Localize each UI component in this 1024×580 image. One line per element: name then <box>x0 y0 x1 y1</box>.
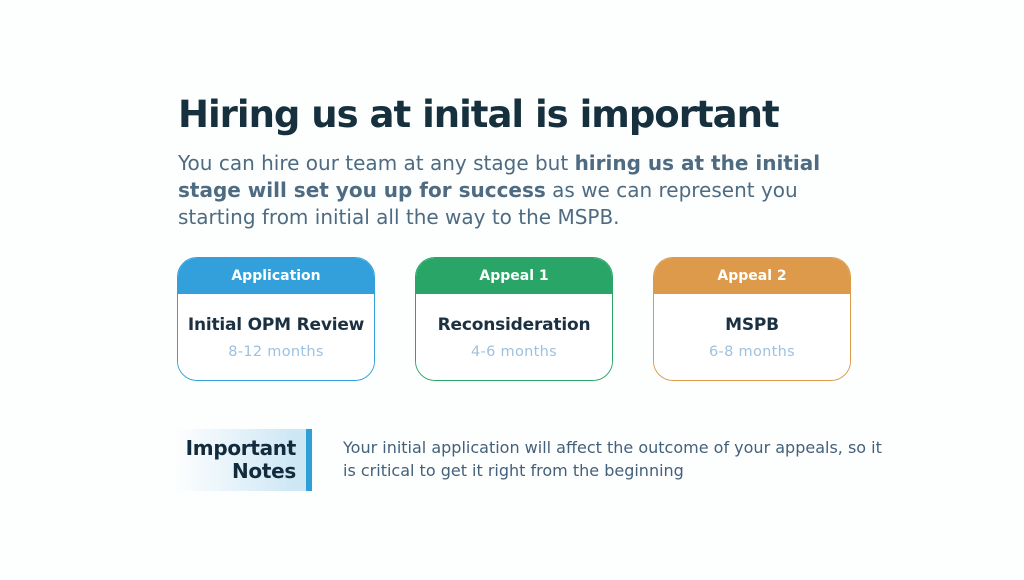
notes-text: Your initial application will affect the… <box>343 438 882 480</box>
stage-card-appeal-1: Appeal 1 Reconsideration 4-6 months <box>415 257 613 381</box>
stage-duration: 4-6 months <box>471 343 557 360</box>
stage-card-header: Appeal 2 <box>654 258 850 294</box>
notes-label-line2: Notes <box>231 459 296 483</box>
stage-card-appeal-2: Appeal 2 MSPB 6-8 months <box>653 257 851 381</box>
stage-cards-row: Application Initial OPM Review 8-12 mont… <box>177 257 851 381</box>
stage-tag: Application <box>231 268 321 284</box>
page-title: Hiring us at inital is important <box>178 93 780 136</box>
notes-label-line1: Important <box>185 436 297 460</box>
subtitle-regular-pre: You can hire our team at any stage but <box>178 151 575 175</box>
stage-card-body: Reconsideration 4-6 months <box>416 294 612 380</box>
stage-tag: Appeal 2 <box>717 268 787 284</box>
stage-card-header: Appeal 1 <box>416 258 612 294</box>
stage-duration: 6-8 months <box>709 343 795 360</box>
stage-title: Initial OPM Review <box>187 314 365 335</box>
page-subtitle: You can hire our team at any stage but h… <box>178 150 858 231</box>
stage-tag: Appeal 1 <box>479 268 549 284</box>
important-notes-label-box: Important Notes <box>176 429 312 491</box>
stage-card-body: MSPB 6-8 months <box>654 294 850 380</box>
stage-card-header: Application <box>178 258 374 294</box>
stage-card-application: Application Initial OPM Review 8-12 mont… <box>177 257 375 381</box>
subtitle-regular-post: as we can represent you starting from in… <box>178 178 798 229</box>
subtitle-bold: hiring us at the initial stage will set … <box>178 151 821 202</box>
stage-title: Reconsideration <box>437 314 591 335</box>
stage-card-body: Initial OPM Review 8-12 months <box>178 294 374 380</box>
stage-duration: 8-12 months <box>228 343 324 360</box>
notes-accent-bar <box>306 429 312 491</box>
stage-title: MSPB <box>725 314 779 335</box>
